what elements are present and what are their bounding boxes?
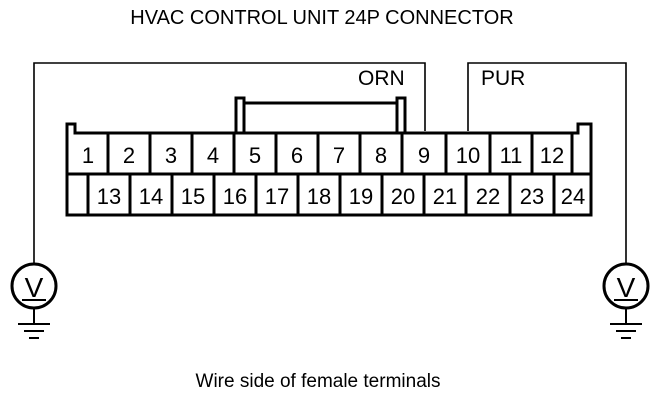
pin-9: 9 (418, 143, 430, 168)
pin-3: 3 (165, 143, 177, 168)
ground-icon (610, 308, 642, 339)
pin-10: 10 (456, 143, 480, 168)
pin-23: 23 (520, 184, 544, 209)
pin-7: 7 (333, 143, 345, 168)
diagram-caption: Wire side of female terminals (196, 371, 441, 392)
pin-15: 15 (181, 184, 205, 209)
diagram-title: HVAC CONTROL UNIT 24P CONNECTOR (130, 7, 513, 29)
left-probe-wire (33, 62, 426, 263)
pin-19: 19 (349, 184, 373, 209)
pin-11: 11 (500, 143, 523, 168)
pin-14: 14 (139, 184, 163, 209)
pin-5: 5 (249, 143, 261, 168)
pin-12: 12 (540, 143, 564, 168)
top-row-pins: 1 2 3 4 5 6 7 8 9 10 11 12 (82, 143, 564, 168)
wire-label-orn: ORN (358, 67, 405, 90)
connector-lock-tab (234, 96, 407, 133)
pin-8: 8 (375, 143, 387, 168)
voltmeter-symbol-right: V (617, 272, 636, 303)
bottom-row-dividers (86, 174, 556, 215)
pin-13: 13 (97, 184, 121, 209)
right-probe-wire (467, 62, 627, 263)
left-voltmeter: V (10, 262, 58, 339)
wire-label-pur: PUR (481, 67, 525, 90)
pin-24: 24 (561, 184, 585, 209)
right-voltmeter: V (602, 262, 650, 339)
top-row-dividers (106, 133, 574, 174)
pin-1: 1 (82, 143, 94, 168)
pin-16: 16 (223, 184, 247, 209)
pin-2: 2 (123, 143, 135, 168)
voltmeter-icon: V (10, 262, 58, 310)
pin-4: 4 (207, 143, 219, 168)
voltmeter-icon: V (602, 262, 650, 310)
pin-22: 22 (476, 184, 500, 209)
pin-18: 18 (307, 184, 331, 209)
connector-housing (65, 122, 593, 217)
bottom-row-pins: 13 14 15 16 17 18 19 20 21 22 23 24 (97, 184, 585, 209)
pin-6: 6 (291, 143, 303, 168)
voltmeter-symbol-left: V (25, 272, 44, 303)
ground-icon (18, 308, 50, 339)
pin-20: 20 (391, 184, 415, 209)
pin-21: 21 (433, 184, 457, 209)
pin-17: 17 (265, 184, 289, 209)
